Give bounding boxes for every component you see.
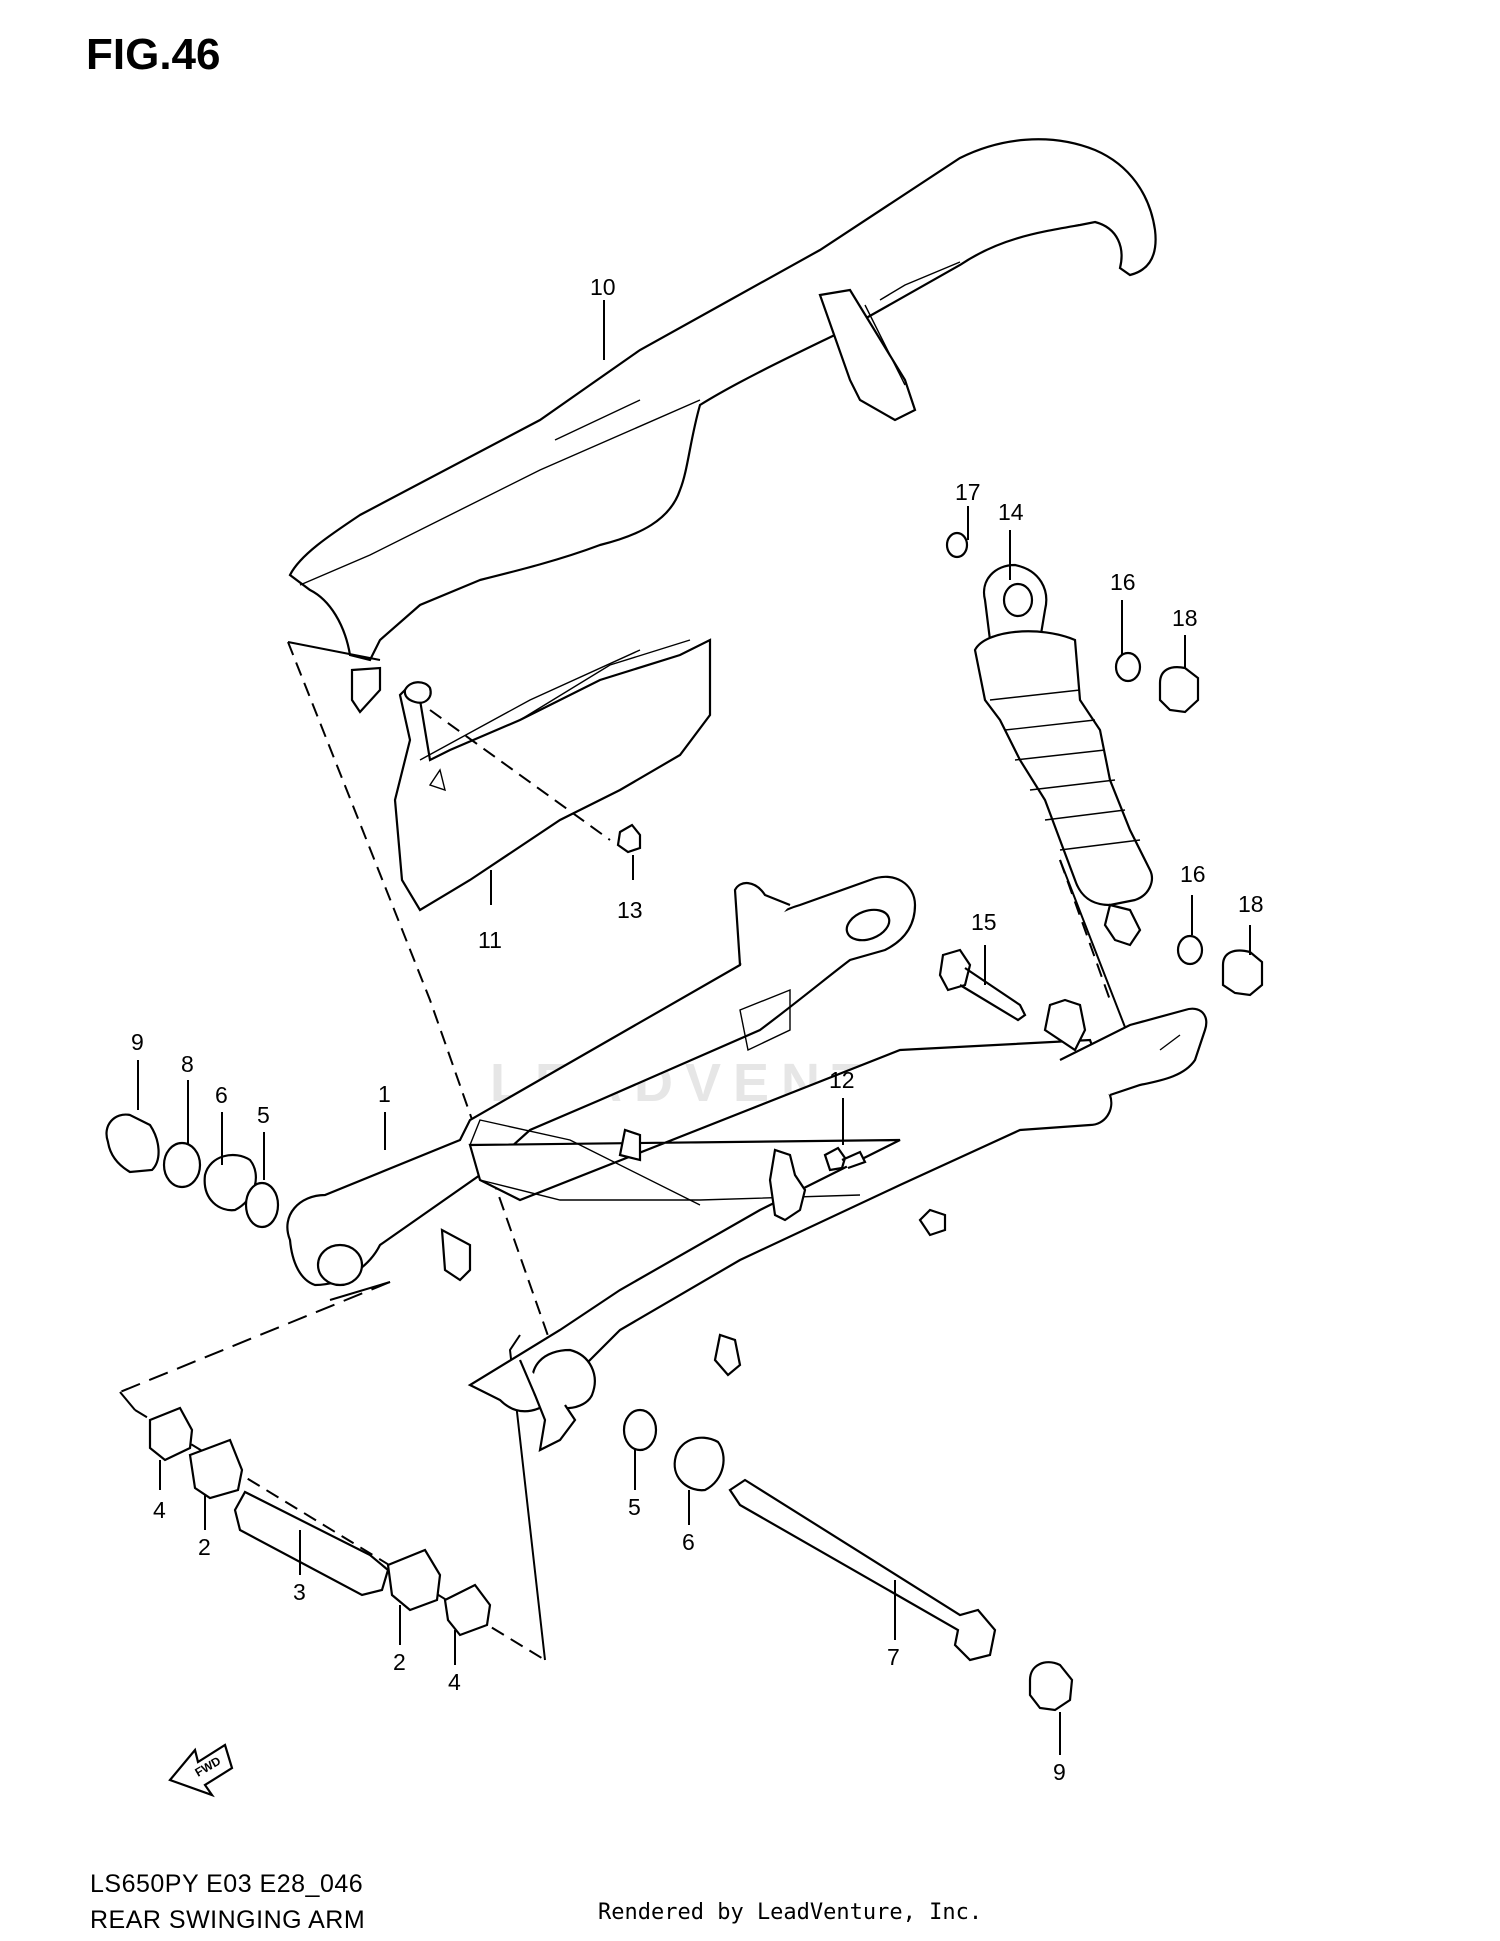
callout-6: 6 <box>215 1082 228 1108</box>
callout-5b: 5 <box>628 1494 641 1520</box>
lower-right-hardware <box>622 1408 1074 1712</box>
cap-9a <box>105 1113 160 1174</box>
washer-5b <box>622 1408 658 1452</box>
callout-8: 8 <box>181 1051 194 1077</box>
bearing-2b <box>386 1548 442 1612</box>
nut-18a <box>1158 666 1200 714</box>
callout-3: 3 <box>293 1579 306 1605</box>
small-hardware <box>616 531 1264 1172</box>
bolt-13 <box>616 823 642 854</box>
bolt-15 <box>938 948 1027 1022</box>
callout-14: 14 <box>998 499 1024 525</box>
diagram-name: REAR SWINGING ARM <box>90 1906 366 1934</box>
callout-9b: 9 <box>1053 1759 1066 1785</box>
callout-2: 2 <box>198 1534 211 1560</box>
callout-18b: 18 <box>1238 891 1264 917</box>
callout-leaders <box>137 300 1251 1755</box>
washer-16b <box>1176 934 1204 966</box>
callout-12: 12 <box>829 1067 855 1093</box>
callout-16: 16 <box>1110 569 1136 595</box>
fwd-arrow-icon: FWD <box>168 1743 234 1798</box>
shock-absorber-part-14 <box>973 563 1153 947</box>
chain-case-part-10 <box>288 138 1157 714</box>
spacer-3 <box>233 1490 390 1597</box>
nut-18b <box>1221 949 1264 997</box>
chain-guard-part-11 <box>393 638 712 912</box>
callout-15: 15 <box>971 909 997 935</box>
callout-2b: 2 <box>393 1649 406 1675</box>
swing-arm-part-1 <box>286 875 1208 1452</box>
callout-13: 13 <box>617 897 643 923</box>
model-code: LS650PY E03 E28_046 <box>90 1870 364 1898</box>
axle-7 <box>728 1478 997 1662</box>
callout-5: 5 <box>257 1102 270 1128</box>
callout-16b: 16 <box>1180 861 1206 887</box>
callout-10: 10 <box>590 274 616 300</box>
cap-9b <box>1028 1661 1074 1712</box>
callout-7: 7 <box>887 1644 900 1670</box>
callout-numbers: 10 17 14 16 18 13 11 16 18 15 9 8 6 5 1 … <box>131 274 1264 1785</box>
bushing-4a <box>148 1406 194 1462</box>
callout-9: 9 <box>131 1029 144 1055</box>
callout-11: 11 <box>478 927 502 953</box>
washer-5a <box>244 1181 280 1229</box>
callout-18: 18 <box>1172 605 1198 631</box>
callout-1: 1 <box>378 1081 391 1107</box>
callout-6b: 6 <box>682 1529 695 1555</box>
callout-4: 4 <box>153 1497 166 1523</box>
callout-17: 17 <box>955 479 981 505</box>
callout-4b: 4 <box>448 1669 461 1695</box>
lower-bushing-set <box>148 1406 492 1637</box>
bolt-12 <box>823 1146 867 1172</box>
rendered-by-credit: Rendered by LeadVenture, Inc. <box>598 1900 983 1925</box>
washer-17 <box>945 531 969 559</box>
bearing-2a <box>188 1438 244 1500</box>
figure-title: FIG.46 <box>86 30 221 79</box>
bushing-4b <box>443 1583 492 1637</box>
seal-8 <box>162 1141 202 1189</box>
bearing-6b <box>673 1436 725 1492</box>
washer-16a <box>1114 651 1142 683</box>
left-bearing-stack <box>105 1113 280 1229</box>
